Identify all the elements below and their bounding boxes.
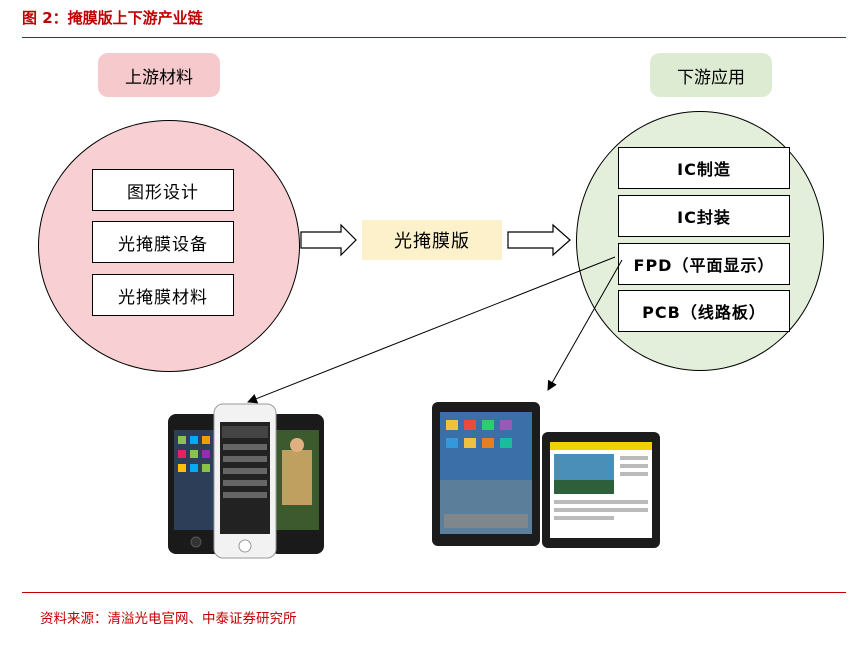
upstream-item: 光掩膜设备 (92, 221, 234, 263)
downstream-item: PCB（线路板） (618, 290, 790, 332)
smartphones-image (168, 403, 324, 559)
downstream-item: FPD（平面显示） (618, 243, 790, 285)
block-arrow-right (507, 223, 571, 257)
bottom-rule (22, 592, 846, 593)
upstream-item: 图形设计 (92, 169, 234, 211)
downstream-item: IC封装 (618, 195, 790, 237)
downstream-label: 下游应用 (650, 53, 772, 97)
center-node: 光掩膜版 (362, 220, 502, 260)
block-arrow-right (300, 223, 357, 257)
arrow-to-phones (247, 256, 616, 404)
upstream-item: 光掩膜材料 (92, 274, 234, 316)
tablets-image (432, 402, 660, 548)
top-rule (22, 37, 846, 38)
downstream-item: IC制造 (618, 147, 790, 189)
upstream-label: 上游材料 (98, 53, 220, 97)
arrow-to-tablets (547, 259, 623, 391)
figure-title: 图 2：掩膜版上下游产业链 (22, 9, 203, 27)
figure-source: 资料来源：清溢光电官网、中泰证券研究所 (40, 611, 297, 627)
